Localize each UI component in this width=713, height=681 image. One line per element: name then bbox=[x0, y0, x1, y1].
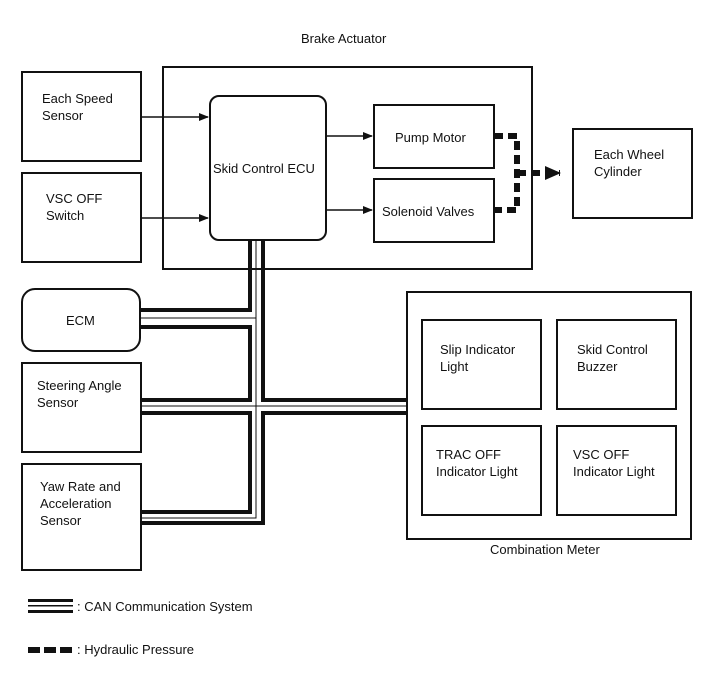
legend-can-label: : CAN Communication System bbox=[77, 599, 253, 614]
combination-meter-label: Combination Meter bbox=[490, 542, 600, 557]
brake-actuator-label: Brake Actuator bbox=[301, 31, 387, 46]
each-wheel-cylinder-box: Each Wheel Cylinder bbox=[572, 128, 693, 219]
each-speed-sensor-label: Each Speed Sensor bbox=[42, 91, 113, 123]
skid-control-ecu-label: Skid Control ECU bbox=[213, 161, 315, 176]
legend-hydraulic-swatch bbox=[28, 647, 72, 653]
can-bus bbox=[141, 240, 406, 525]
steering-angle-sensor-label: Steering Angle Sensor bbox=[37, 378, 122, 410]
skid-control-buzzer-box: Skid Control Buzzer bbox=[556, 319, 677, 410]
solenoid-valves-box: Solenoid Valves bbox=[373, 178, 495, 243]
hydraulic-lines bbox=[494, 133, 561, 213]
yaw-rate-sensor-box: Yaw Rate and Acceleration Sensor bbox=[21, 463, 142, 571]
each-wheel-cylinder-label: Each Wheel Cylinder bbox=[594, 147, 665, 179]
vsc-off-indicator-light-label: VSC OFF Indicator Light bbox=[573, 447, 655, 479]
slip-indicator-light-box: Slip Indicator Light bbox=[421, 319, 542, 410]
ecm-label: ECM bbox=[66, 313, 95, 328]
skid-control-ecu-box: Skid Control ECU bbox=[209, 95, 327, 241]
vsc-off-switch-label: VSC OFF Switch bbox=[46, 191, 103, 223]
steering-angle-sensor-box: Steering Angle Sensor bbox=[21, 362, 142, 453]
ecm-box: ECM bbox=[21, 288, 141, 352]
legend-can-swatch bbox=[28, 599, 73, 613]
solenoid-valves-label: Solenoid Valves bbox=[382, 204, 475, 219]
brake-actuator-box bbox=[162, 66, 533, 270]
pump-motor-box: Pump Motor bbox=[373, 104, 495, 169]
yaw-rate-sensor-label: Yaw Rate and Acceleration Sensor bbox=[40, 479, 121, 528]
skid-control-buzzer-label: Skid Control Buzzer bbox=[577, 342, 648, 374]
each-speed-sensor-box: Each Speed Sensor bbox=[21, 71, 142, 162]
trac-off-indicator-light-box: TRAC OFF Indicator Light bbox=[421, 425, 542, 516]
legend-hydraulic-label: : Hydraulic Pressure bbox=[77, 642, 195, 657]
pump-motor-label: Pump Motor bbox=[395, 130, 466, 145]
vsc-off-switch-box: VSC OFF Switch bbox=[21, 172, 142, 263]
vsc-off-indicator-light-box: VSC OFF Indicator Light bbox=[556, 425, 677, 516]
slip-indicator-light-label: Slip Indicator Light bbox=[440, 342, 516, 374]
trac-off-indicator-light-label: TRAC OFF Indicator Light bbox=[436, 447, 518, 479]
